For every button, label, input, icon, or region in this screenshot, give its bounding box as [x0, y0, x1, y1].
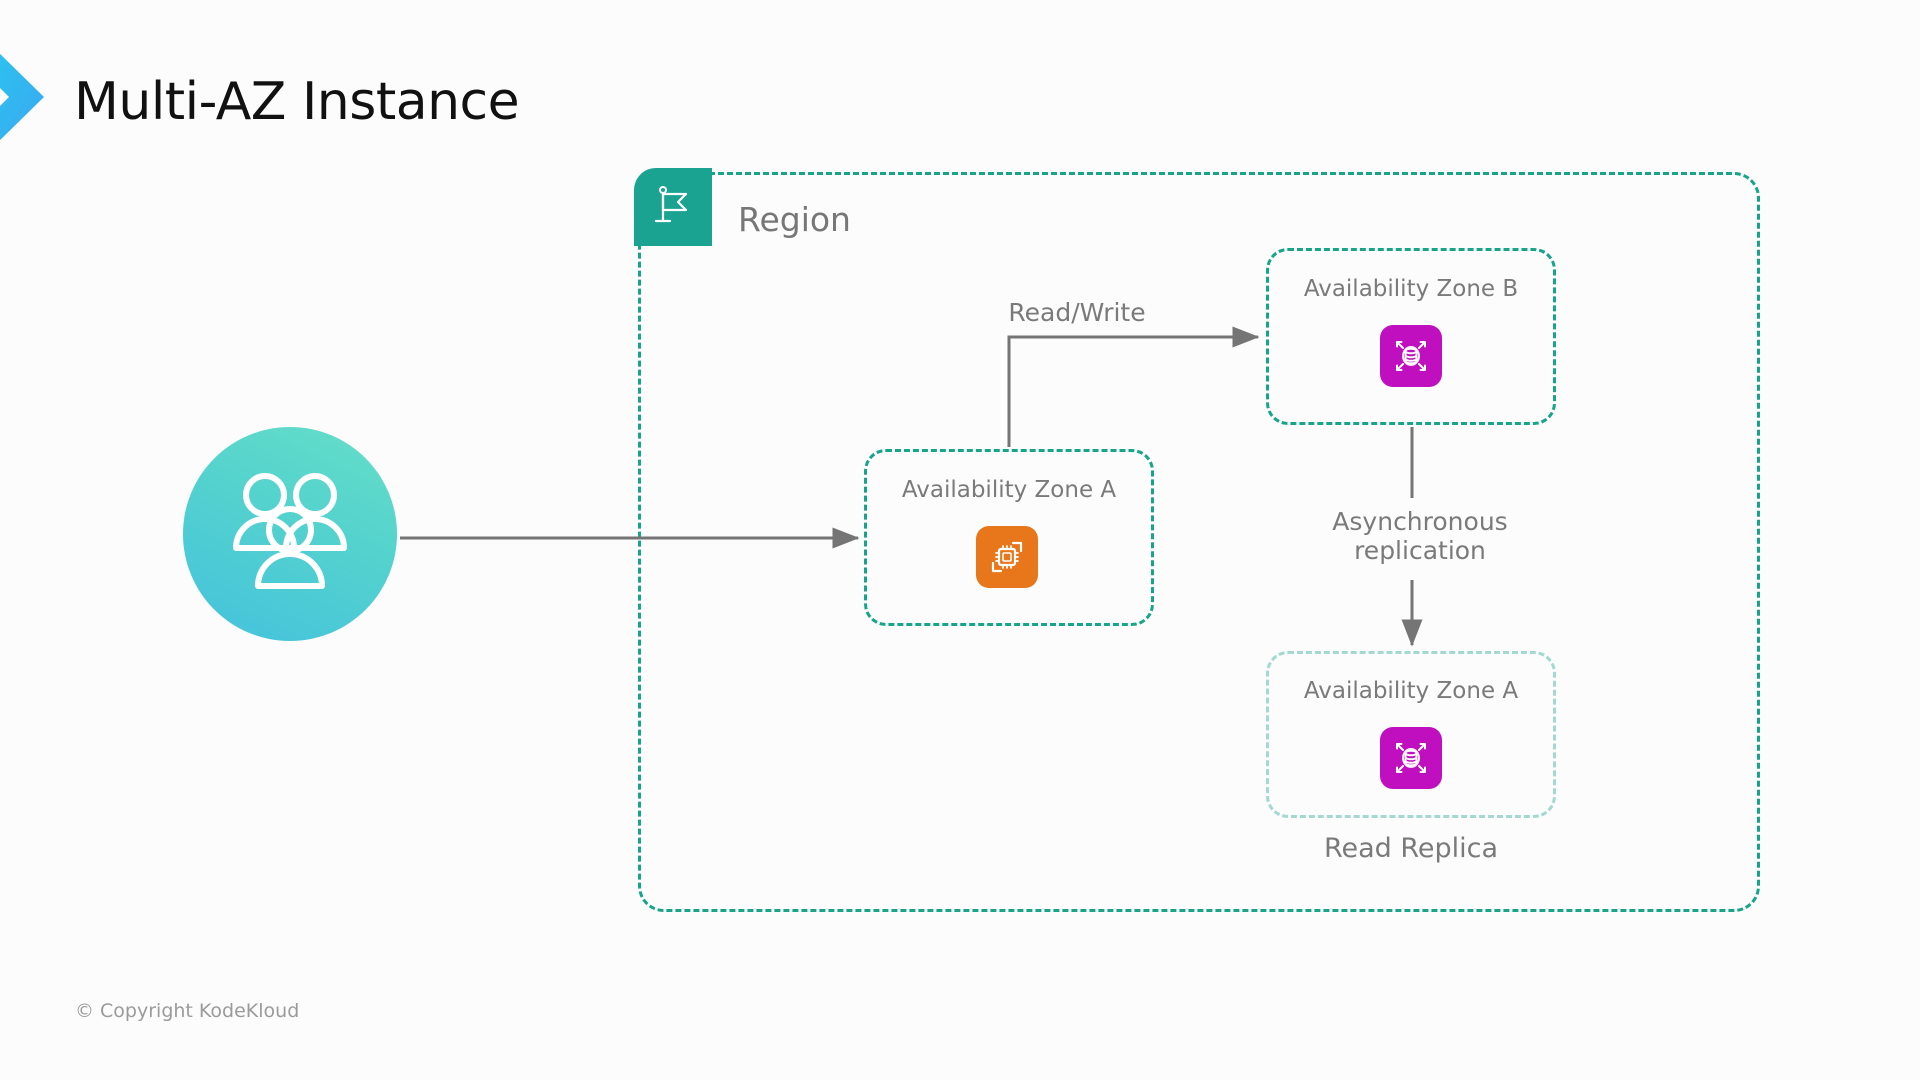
copyright-text: © Copyright KodeKloud [75, 1000, 300, 1022]
rds-database-icon[interactable] [1380, 727, 1442, 789]
flag-icon [650, 182, 696, 232]
availability-zone-a-primary[interactable]: Availability Zone A [864, 449, 1154, 626]
region-badge [634, 168, 712, 246]
region-boundary [638, 172, 1760, 912]
connector-label-read-write: Read/Write [1008, 298, 1146, 327]
zone-title: Availability Zone A [901, 477, 1117, 503]
read-replica-caption: Read Replica [1323, 833, 1499, 864]
availability-zone-b[interactable]: Availability Zone B [1266, 248, 1556, 425]
page-title: Multi-AZ Instance [74, 72, 520, 132]
ec2-compute-icon[interactable] [976, 526, 1038, 588]
availability-zone-a-replica[interactable]: Availability Zone A [1266, 651, 1556, 818]
users-group-icon [220, 468, 360, 600]
rds-database-icon[interactable] [1380, 325, 1442, 387]
region-label: Region [738, 200, 851, 239]
async-label-line-1: Asynchronous [1332, 507, 1508, 536]
users-group-node[interactable] [183, 427, 397, 641]
connector-label-async-replication: Asynchronous replication [1300, 507, 1540, 566]
chevron-right-icon [0, 38, 48, 156]
zone-title: Availability Zone A [1303, 678, 1519, 704]
zone-title: Availability Zone B [1303, 276, 1519, 302]
async-label-line-2: replication [1354, 535, 1486, 565]
